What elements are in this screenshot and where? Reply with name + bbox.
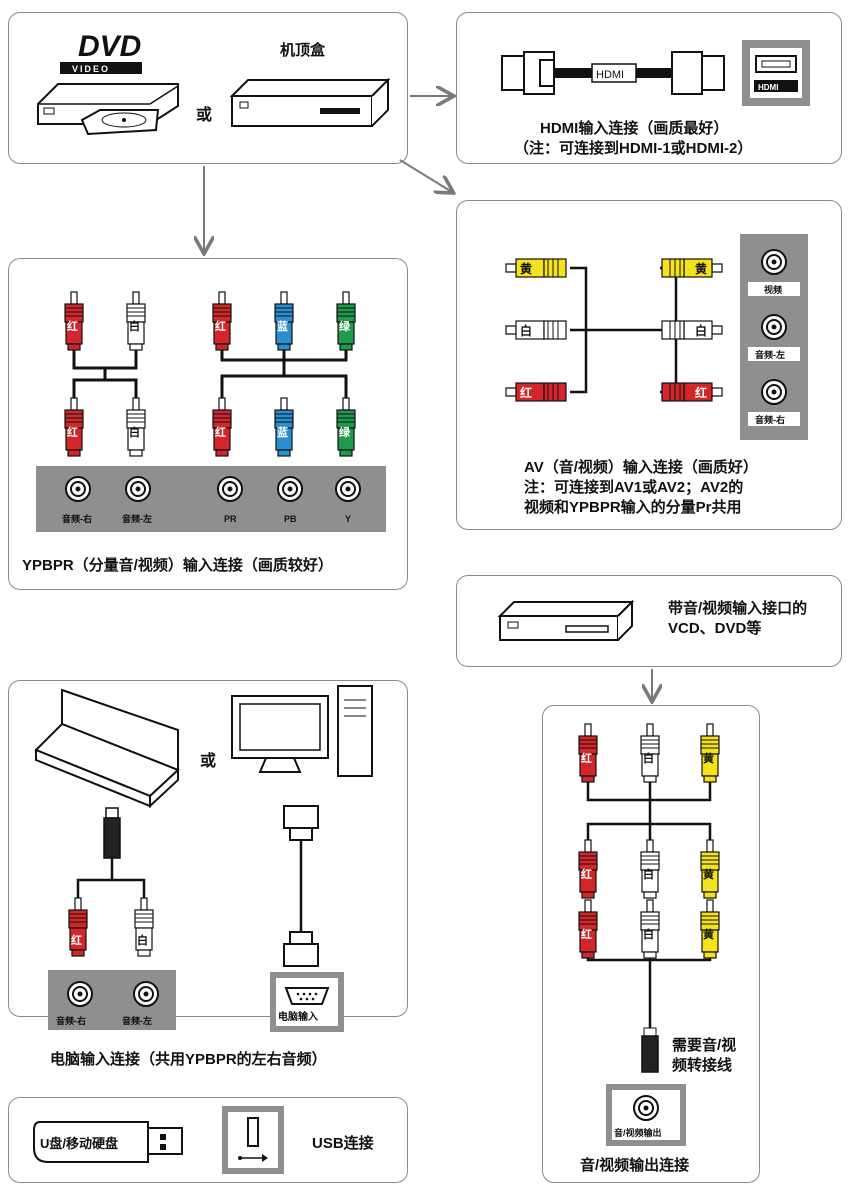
ypbpr-plug-label-red-top: 红 — [67, 319, 78, 333]
pc-or-text: 或 — [200, 751, 216, 770]
ypbpr-plug-label-y-bottom: 绿 — [339, 425, 351, 439]
vcd-player-icon — [497, 599, 635, 641]
ypbpr-plug-label-y-top: 绿 — [339, 319, 351, 333]
av-caption-3: 视频和YPBPR输入的分量Pr共用 — [524, 498, 742, 516]
av-out-port-label: 音/视频输出 — [614, 1127, 662, 1138]
ypbpr-plug-label-pr-bottom: 红 — [215, 425, 226, 439]
settop-label: 机顶盒 — [280, 41, 326, 59]
settop-box-icon — [229, 77, 391, 127]
ypbpr-plug-label-white-bottom: 白 — [129, 425, 140, 439]
hdmi-cable-label: HDMI — [596, 69, 624, 81]
ypbpr-port-pb: PB — [284, 514, 297, 524]
vga-port-label: 电脑输入 — [278, 1010, 318, 1023]
ypbpr-plug-label-pb-top: 蓝 — [277, 319, 288, 333]
av-port-audio-left: 音频-左 — [755, 349, 785, 360]
av-plug-label-red-left: 红 — [520, 385, 532, 400]
av-plug-label-white-right: 白 — [695, 323, 707, 338]
ypbpr-cables — [64, 291, 356, 457]
dvd-logo: DVD — [78, 30, 141, 63]
ypbpr-caption: YPBPR（分量音/视频）输入连接（画质较好） — [22, 556, 333, 574]
usb-stick-label: U盘/移动硬盘 — [40, 1136, 118, 1151]
vcd-caption-2: VCD、DVD等 — [668, 619, 761, 637]
vga-port-icon — [270, 972, 344, 1032]
avout-plug-label-white-mid: 白 — [643, 867, 654, 881]
av-cables — [505, 258, 723, 402]
ypbpr-plug-label-red-bottom: 红 — [67, 425, 78, 439]
av-port-video: 视频 — [764, 284, 782, 295]
desktop-pc-icon — [231, 685, 373, 777]
vga-cable-icon — [283, 805, 319, 967]
av-plug-label-red-right: 红 — [695, 385, 707, 400]
adapter-note-2: 频转接线 — [672, 1056, 732, 1074]
avout-plug-label-white-top: 白 — [643, 751, 654, 765]
av-out-cables — [578, 723, 720, 1073]
av-plug-label-yellow-right: 黄 — [695, 261, 707, 276]
av-plug-label-white-left: 白 — [520, 323, 532, 338]
pc-plug-label-red: 红 — [71, 933, 82, 947]
avout-plug-label-red-top: 红 — [581, 751, 592, 765]
avout-plug-label-yellow-top: 黄 — [703, 751, 714, 765]
av-port-strip — [740, 234, 808, 440]
arrow-to-av — [399, 159, 452, 192]
pc-caption: 电脑输入连接（共用YPBPR的左右音频） — [50, 1050, 327, 1068]
hdmi-cable-icon: HDMI — [501, 51, 725, 95]
ypbpr-port-strip — [36, 466, 386, 532]
pc-port-audio-left: 音频-左 — [122, 1015, 152, 1026]
av-port-audio-right: 音频-右 — [755, 414, 785, 425]
hdmi-caption-1: HDMI输入连接（画质最好） — [540, 119, 728, 137]
av-out-caption: 音/视频输出连接 — [580, 1156, 689, 1174]
source-or-text: 或 — [196, 105, 212, 124]
hdmi-caption-2: （注：可连接到HDMI-1或HDMI-2） — [514, 139, 752, 157]
ypbpr-plug-label-pb-bottom: 蓝 — [277, 425, 288, 439]
hdmi-port-label: HDMI — [758, 83, 778, 92]
avout-plug-label-red-mid: 红 — [581, 867, 592, 881]
ypbpr-port-audio-left: 音频-左 — [122, 513, 152, 524]
ypbpr-plug-label-white-top: 白 — [129, 319, 140, 333]
adapter-note-1: 需要音/视 — [672, 1036, 736, 1054]
pc-audio-cable — [68, 807, 154, 957]
av-out-port-icon — [606, 1084, 686, 1146]
avout-plug-label-yellow-mid: 黄 — [703, 867, 714, 881]
hdmi-port-icon: HDMI — [742, 40, 810, 106]
pc-plug-label-white: 白 — [137, 933, 148, 947]
pc-port-audio-right: 音频-右 — [56, 1015, 86, 1026]
pc-audio-port-strip — [48, 970, 176, 1030]
ypbpr-port-y: Y — [345, 514, 351, 524]
dvd-player-icon: DVD VIDEO — [37, 30, 179, 136]
vcd-caption-1: 带音/视频输入接口的 — [668, 599, 807, 617]
av-plug-label-yellow-left: 黄 — [520, 261, 532, 276]
usb-stick-icon — [33, 1121, 183, 1163]
laptop-icon — [34, 688, 180, 809]
usb-port-icon — [222, 1106, 284, 1174]
av-caption-2: 注：可连接到AV1或AV2；AV2的 — [524, 478, 743, 496]
avout-plug-label-yellow-bottom: 黄 — [703, 927, 714, 941]
ypbpr-port-pr: PR — [224, 514, 237, 524]
usb-caption: USB连接 — [312, 1134, 374, 1152]
ypbpr-plug-label-pr-top: 红 — [215, 319, 226, 333]
av-caption-1: AV（音/视频）输入连接（画质好） — [524, 458, 758, 476]
dvd-logo-sub: VIDEO — [72, 64, 110, 74]
avout-plug-label-red-bottom: 红 — [581, 927, 592, 941]
ypbpr-port-audio-right: 音频-右 — [62, 513, 92, 524]
avout-plug-label-white-bottom: 白 — [643, 927, 654, 941]
